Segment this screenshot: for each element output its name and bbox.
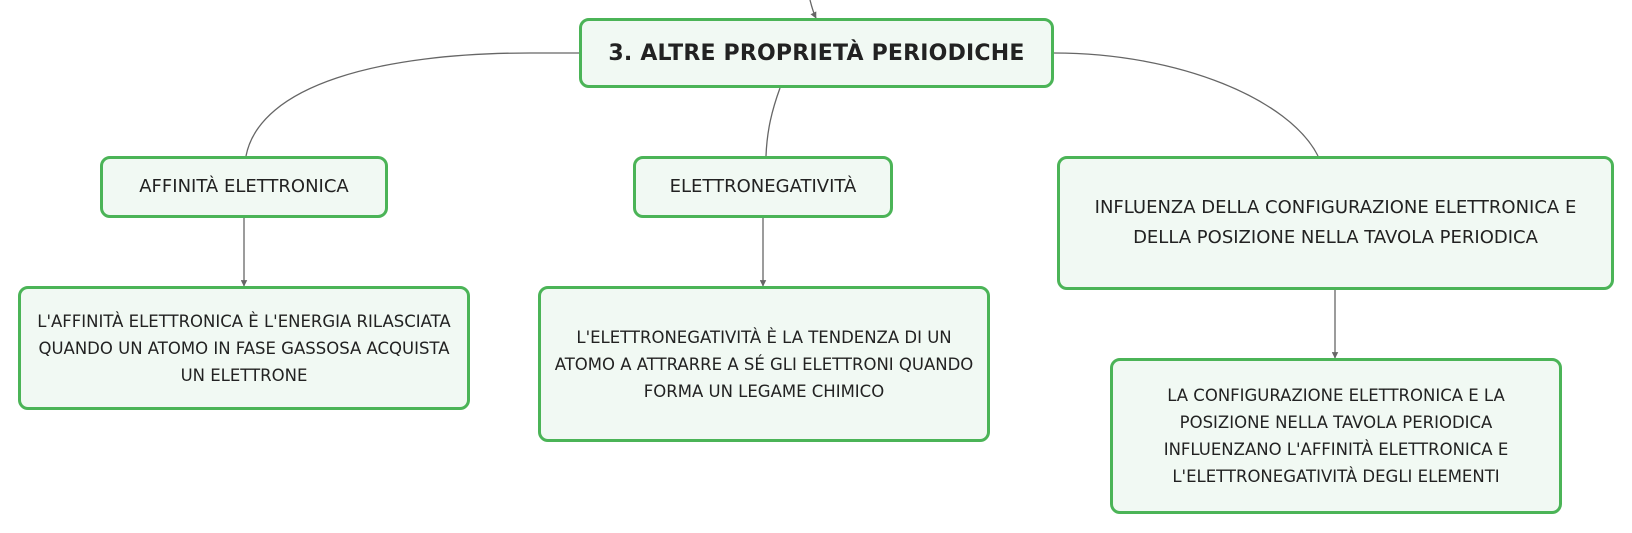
definition-text: LA CONFIGURAZIONE ELETTRONICA E LA POSIZ…	[1163, 386, 1509, 486]
connector-root-elettronegativita	[765, 87, 781, 157]
definition-node-influenza-configurazione[interactable]: LA CONFIGURAZIONE ELETTRONICA E LA POSIZ…	[1110, 358, 1562, 514]
definition-text: L'AFFINITÀ ELETTRONICA È L'ENERGIA RILAS…	[37, 311, 451, 385]
definition-text: L'ELETTRONEGATIVITÀ È LA TENDENZA DI UN …	[554, 327, 974, 401]
topic-node-affinita-elettronica[interactable]: AFFINITÀ ELETTRONICA	[100, 156, 388, 218]
topic-label: AFFINITÀ ELETTRONICA	[139, 176, 349, 197]
connector-incoming-root	[809, 0, 817, 19]
root-topic-node[interactable]: 3. ALTRE PROPRIETÀ PERIODICHE	[579, 18, 1054, 88]
topic-node-elettronegativita[interactable]: ELETTRONEGATIVITÀ	[633, 156, 893, 218]
connector-root-influenza	[1053, 52, 1319, 157]
definition-node-affinita-elettronica[interactable]: L'AFFINITÀ ELETTRONICA È L'ENERGIA RILAS…	[18, 286, 470, 410]
topic-label: INFLUENZA DELLA CONFIGURAZIONE ELETTRONI…	[1094, 197, 1577, 248]
topic-node-influenza-configurazione[interactable]: INFLUENZA DELLA CONFIGURAZIONE ELETTRONI…	[1057, 156, 1614, 290]
topic-label: ELETTRONEGATIVITÀ	[669, 176, 857, 197]
root-topic-label: 3. ALTRE PROPRIETÀ PERIODICHE	[608, 40, 1025, 66]
definition-node-elettronegativita[interactable]: L'ELETTRONEGATIVITÀ È LA TENDENZA DI UN …	[538, 286, 990, 442]
connector-root-affinita	[245, 52, 579, 157]
